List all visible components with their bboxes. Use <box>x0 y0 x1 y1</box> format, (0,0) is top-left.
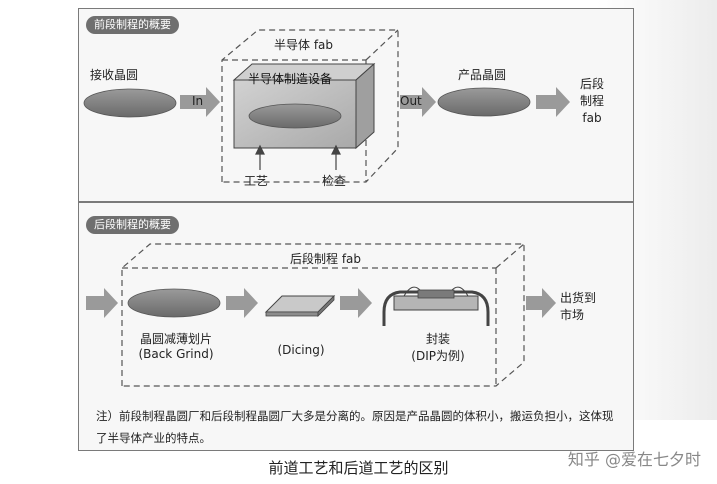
equipment-label: 半导体制造设备 <box>248 72 333 86</box>
wafer-in-equipment <box>248 103 342 129</box>
arrow-to-backend <box>536 87 570 117</box>
product-wafer <box>437 87 531 117</box>
package-label: 封装 <box>425 332 450 346</box>
product-wafer-label: 产品晶圆 <box>458 68 507 82</box>
backend-tag: 后段制程的概要 <box>86 216 179 234</box>
note-panel <box>78 398 634 451</box>
dip-package <box>382 286 490 326</box>
dicing-label: (Dicing) <box>277 343 325 357</box>
inspection-label: 检查 <box>322 174 347 188</box>
market-label: 出货到 市场 <box>560 291 597 322</box>
frontend-fab-label: 半导体 fab <box>274 38 334 52</box>
package-sub: (DIP为例) <box>411 349 465 363</box>
input-wafer-label: 接收晶圆 <box>90 68 139 82</box>
backend-fab-enclosure <box>121 243 525 387</box>
backend-fab-label: 后段 制程 fab <box>579 77 604 125</box>
in-label: In <box>192 94 204 108</box>
process-label: 工艺 <box>244 174 269 188</box>
arrow-out <box>400 87 436 117</box>
backend-arrows <box>86 288 556 318</box>
frontend-tag: 前段制程的概要 <box>86 16 179 34</box>
backgrind-sub: (Back Grind) <box>138 347 214 361</box>
input-arrows <box>255 144 341 170</box>
dicing-chip <box>264 295 336 317</box>
frontend-arrows <box>180 87 570 117</box>
figure-caption: 前道工艺和后道工艺的区别 <box>268 459 449 477</box>
watermark: 知乎 @爱在七夕时 <box>567 450 701 469</box>
backgrind-label: 晶圆减薄划片 <box>139 332 212 346</box>
out-label: Out <box>400 94 422 108</box>
footnote: 注）前段制程晶圆厂和后段制程晶圆厂大多是分离的。原因是产品晶圆的体积小，搬运负担… <box>96 409 614 445</box>
backgrind-wafer <box>127 288 221 318</box>
arrow-in <box>180 87 220 117</box>
input-wafer <box>83 88 177 118</box>
backend-fab-title: 后段制程 fab <box>290 252 362 266</box>
